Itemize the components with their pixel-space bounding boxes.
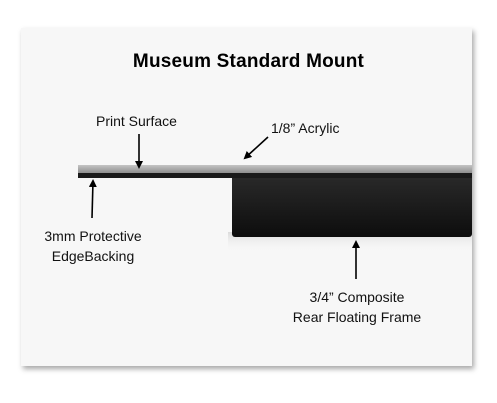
acrylic-layer (78, 165, 472, 173)
edge-backing-label-line1: 3mm Protective (44, 228, 142, 244)
frame-label-line2: Rear Floating Frame (292, 309, 422, 325)
print-surface-label: Print Surface (96, 113, 177, 129)
acrylic-label: 1/8” Acrylic (271, 120, 340, 136)
edge-backing-arrow (88, 179, 97, 219)
edge-backing-label: 3mm Protective EdgeBacking (32, 226, 154, 266)
edge-backing-label-line2: EdgeBacking (51, 248, 135, 264)
protective-edge-backing (78, 172, 472, 178)
frame-label: 3/4” Composite Rear Floating Frame (278, 287, 436, 327)
acrylic-arrow (243, 136, 269, 160)
diagram-title: Museum Standard Mount (132, 51, 365, 72)
frame-label-line1: 3/4” Composite (309, 289, 405, 305)
rear-floating-frame (232, 175, 472, 237)
